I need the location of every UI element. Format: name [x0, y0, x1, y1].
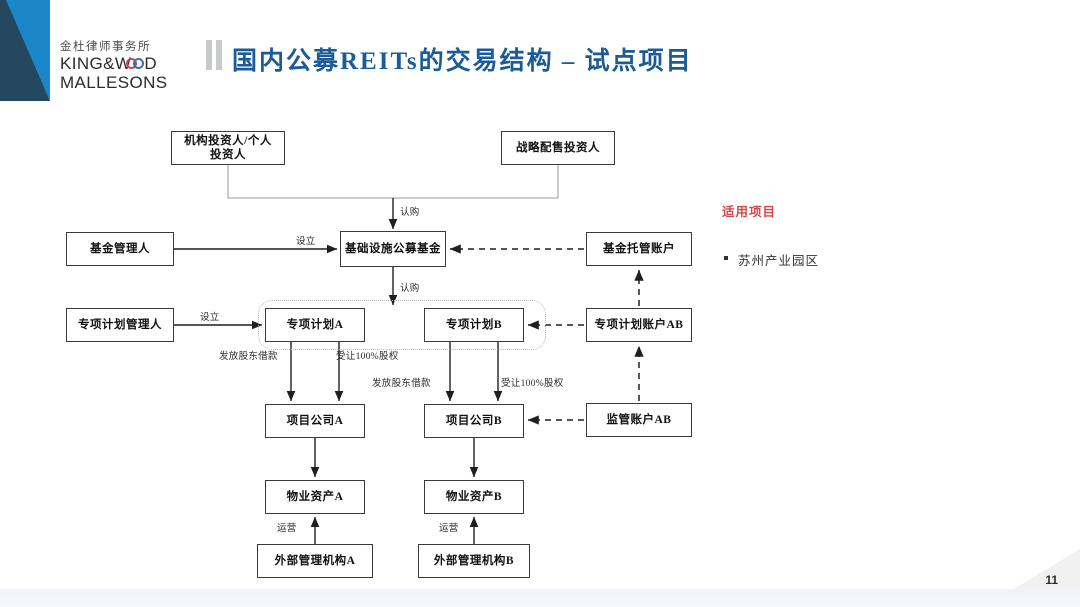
diagram-node-project-co-a: 项目公司A — [265, 404, 365, 438]
page-number: 11 — [1045, 573, 1058, 587]
diagram-node-strategic-investor: 战略配售投资人 — [501, 131, 615, 165]
edge-label-subscribe-1: 认购 — [400, 208, 420, 218]
logo-double-o-icon — [126, 58, 145, 71]
diagram-node-property-a: 物业资产A — [265, 480, 365, 514]
diagram-node-operator-b: 外部管理机构B — [418, 544, 530, 578]
diagram-node-fund-custody-acct: 基金托管账户 — [586, 232, 692, 266]
brand-logo-text: 金杜律师事务所 KING&W D MALLESONS — [60, 40, 180, 92]
diagram-node-public-fund: 基础设施公募基金 — [340, 231, 446, 267]
diagram-node-abs-plan-a: 专项计划A — [265, 308, 365, 342]
applicable-projects-title: 适用项目 — [722, 205, 777, 219]
brand-name-en-line1: KING&W D — [60, 54, 180, 73]
title-accent-bar-2 — [216, 40, 222, 70]
diagram-node-abs-plan-b: 专项计划B — [424, 308, 524, 342]
edge-label-equity-a: 受让100%股权 — [336, 352, 399, 362]
brand-name-en-prefix: KING&W — [60, 54, 132, 74]
title-accent-bar-1 — [206, 40, 212, 70]
diagram-node-project-co-b: 项目公司B — [424, 404, 524, 438]
footer-band — [0, 589, 1080, 607]
applicable-projects-panel: 适用项目 苏州产业园区 — [722, 201, 819, 269]
applicable-projects-list: 苏州产业园区 — [722, 250, 819, 269]
brand-logo-mark — [0, 0, 50, 101]
brand-name-en-suffix: D — [144, 54, 158, 74]
edge-label-subscribe-2: 认购 — [400, 284, 420, 294]
diagram-node-abs-acct-ab: 专项计划账户AB — [586, 308, 692, 342]
edge-label-establish-2: 设立 — [200, 313, 220, 323]
edge-label-equity-b: 受让100%股权 — [501, 379, 564, 389]
diagram-node-inst-investor: 机构投资人/个人 投资人 — [171, 131, 285, 165]
page-title: 国内公募REITs的交易结构 – 试点项目 — [232, 48, 693, 75]
brand-name-cn: 金杜律师事务所 — [60, 41, 151, 53]
diagram-node-escrow-acct-ab: 监管账户AB — [586, 403, 692, 437]
list-item: 苏州产业园区 — [722, 250, 819, 269]
edge-label-operate-b: 运营 — [439, 524, 459, 534]
diagram-node-property-b: 物业资产B — [424, 480, 524, 514]
edge-label-loan-a: 发放股东借款 — [219, 352, 278, 362]
diagram-node-abs-manager: 专项计划管理人 — [66, 308, 174, 342]
diagram-node-operator-a: 外部管理机构A — [257, 544, 373, 578]
edge-label-loan-b: 发放股东借款 — [372, 379, 431, 389]
title-accent-bars — [206, 40, 222, 70]
brand-name-en-line2: MALLESONS — [60, 73, 168, 93]
edge-label-establish-1: 设立 — [296, 237, 316, 247]
diagram-node-fund-manager: 基金管理人 — [66, 232, 174, 266]
edge-label-operate-a: 运营 — [277, 524, 297, 534]
